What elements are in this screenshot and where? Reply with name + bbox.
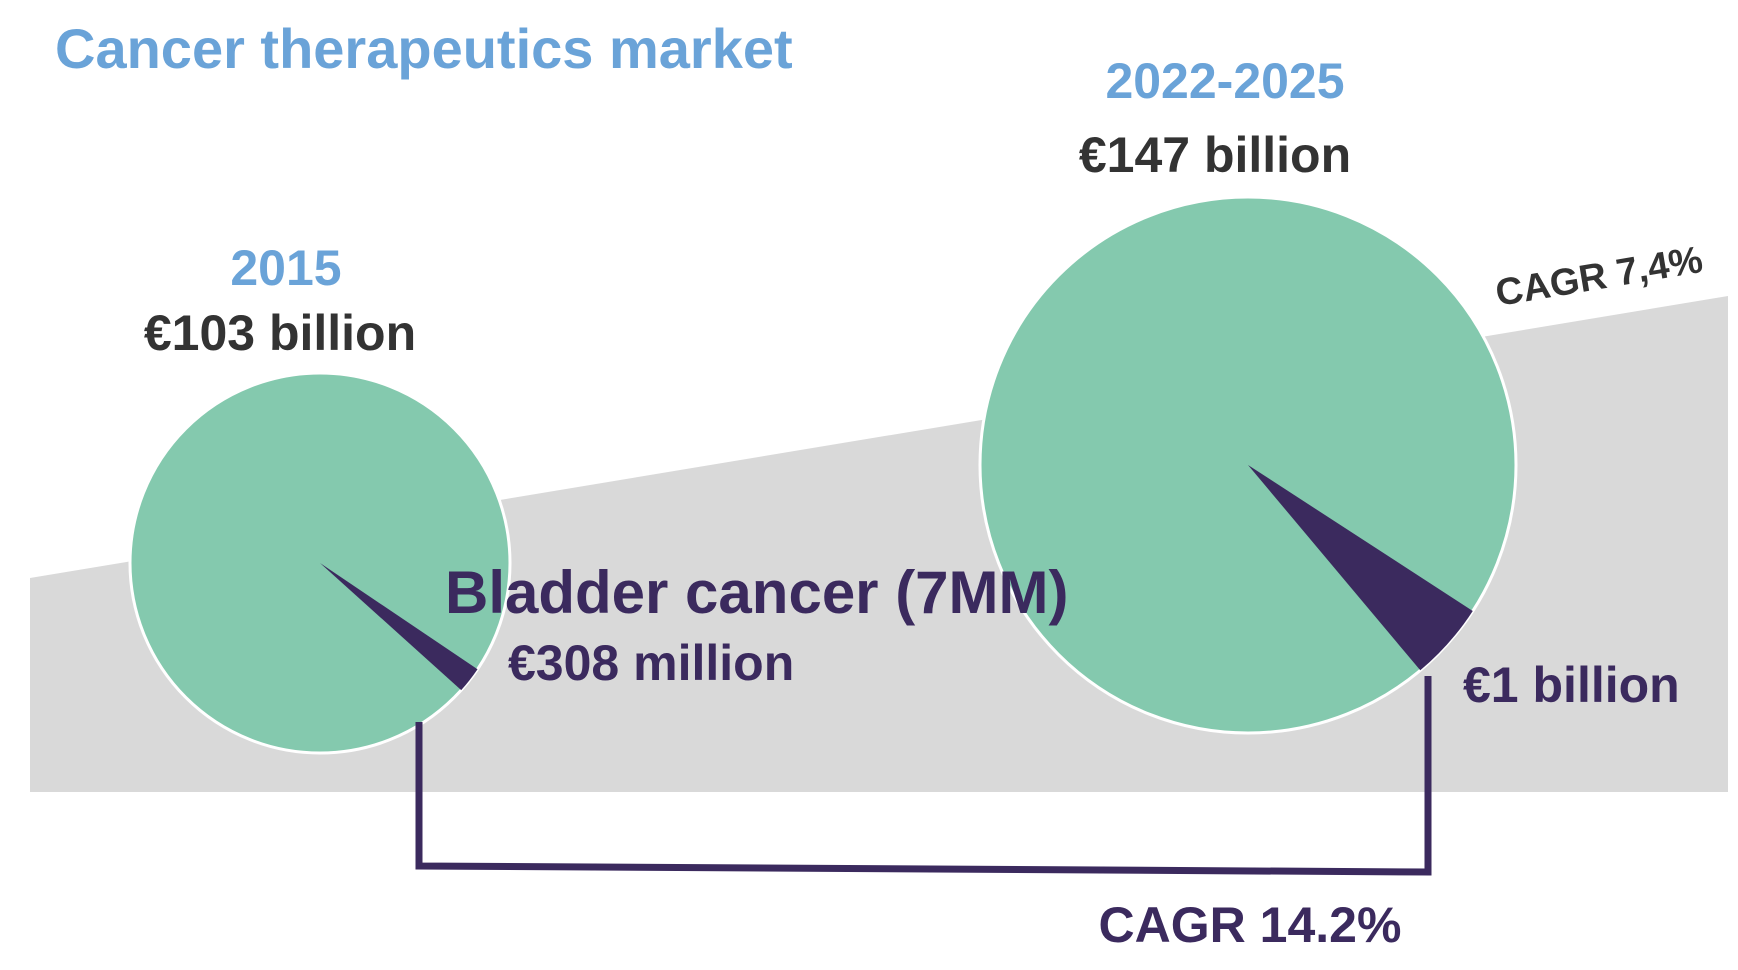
total-label-2022-2025: €147 billion xyxy=(1079,127,1351,183)
segment-value-2015: €308 million xyxy=(508,635,794,691)
pie-2022-2025 xyxy=(978,195,1518,735)
year-label-2022-2025: 2022-2025 xyxy=(1105,53,1344,109)
year-label-2015: 2015 xyxy=(230,240,341,296)
cagr-total-label: CAGR 7,4% xyxy=(1493,239,1706,315)
cagr-connector xyxy=(415,676,1432,876)
segment-value-2022-2025: €1 billion xyxy=(1463,657,1680,713)
segment-label: Bladder cancer (7MM) xyxy=(445,559,1069,626)
pie-slice-bladder-cancer xyxy=(320,563,478,691)
pie-2015 xyxy=(128,371,512,755)
chart-title: Cancer therapeutics market xyxy=(55,17,793,80)
total-label-2015: €103 billion xyxy=(144,305,416,361)
cagr-segment-label: CAGR 14.2% xyxy=(1099,897,1402,953)
pie-slice-bladder-cancer xyxy=(1248,465,1473,671)
